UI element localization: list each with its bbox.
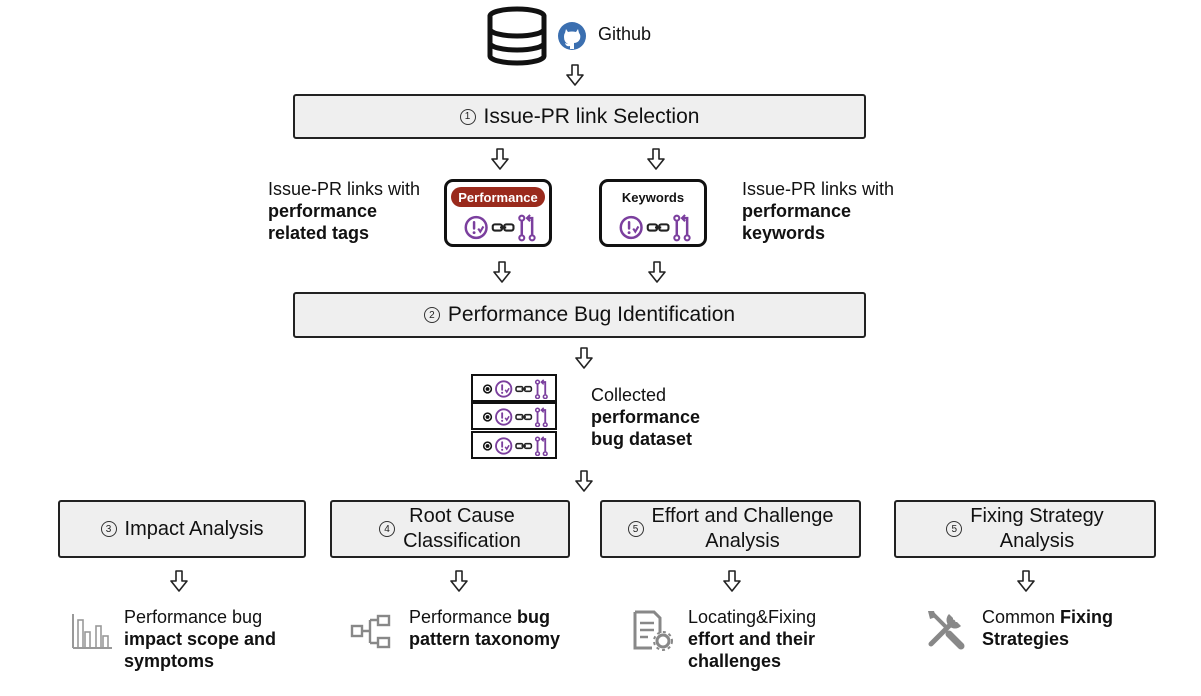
step-title: Issue-PR link Selection [483, 104, 700, 128]
arrow-down-icon [450, 570, 468, 592]
step-number: 3 [100, 521, 117, 537]
root-cause-output: Performance bug pattern taxonomy [409, 607, 561, 649]
arrow-down-icon [1017, 570, 1035, 592]
arrow-down-icon [566, 64, 584, 86]
step-number: 1 [459, 108, 476, 125]
step-number: 5 [627, 521, 644, 537]
step-title-line1: Root Cause [409, 505, 515, 527]
tagged-links-description: Issue-PR links with performance related … [268, 179, 421, 243]
bar-chart-icon [72, 614, 112, 649]
database-icon [487, 6, 547, 66]
keyword-links-description: Issue-PR links with performance keywords [742, 179, 895, 243]
effort-output: Locating&Fixing effort and their challen… [688, 607, 817, 671]
step-title-line2: Analysis [999, 530, 1075, 552]
arrow-down-icon [575, 347, 593, 369]
step-issue-pr-link-selection: 1 Issue-PR link Selection [293, 94, 866, 139]
step-number: 5 [946, 521, 963, 537]
keywords-card: Keywords [599, 179, 707, 247]
step-title-line2: Analysis [705, 530, 780, 552]
arrow-down-icon [170, 570, 188, 592]
arrow-down-icon [648, 261, 666, 283]
step-title: Performance Bug Identification [447, 303, 736, 326]
impact-output: Performance bug impact scope and symptom… [124, 607, 277, 671]
step-root-cause-classification: 4 Root Cause Classification [330, 500, 570, 558]
step-performance-bug-identification: 2 Performance Bug Identification [293, 292, 866, 338]
step-impact-analysis: 3 Impact Analysis [58, 500, 306, 558]
issue-pr-link-icon [619, 214, 691, 242]
keywords-tag: Keywords [621, 189, 685, 205]
arrow-down-icon [493, 261, 511, 283]
issue-pr-link-icon [464, 214, 536, 242]
dataset-record [471, 431, 557, 459]
step-title: Impact Analysis [124, 517, 264, 540]
fixing-output: Common Fixing Strategies [982, 607, 1114, 649]
step-fixing-strategy-analysis: 5 Fixing Strategy Analysis [894, 500, 1156, 558]
step-title-line2: Classification [403, 530, 521, 552]
step-number: 2 [423, 307, 440, 323]
hierarchy-icon [350, 614, 391, 649]
arrow-down-icon [647, 148, 665, 170]
step-title-line1: Fixing Strategy [970, 505, 1104, 527]
document-gear-icon [633, 610, 673, 651]
arrow-down-icon [575, 470, 593, 492]
dataset-record [471, 374, 557, 402]
step-number: 4 [379, 521, 396, 537]
github-icon [558, 22, 586, 50]
dataset-record [471, 402, 557, 430]
performance-tag: Performance [451, 187, 545, 207]
arrow-down-icon [491, 148, 509, 170]
performance-tag-card: Performance [444, 179, 552, 247]
arrow-down-icon [723, 570, 741, 592]
dataset-description: Collected performance bug dataset [591, 385, 701, 449]
step-title-line1: Effort and Challenge [651, 505, 834, 527]
step-effort-challenge-analysis: 5 Effort and Challenge Analysis [600, 500, 861, 558]
tools-icon [928, 611, 965, 650]
github-label: Github [598, 24, 652, 44]
